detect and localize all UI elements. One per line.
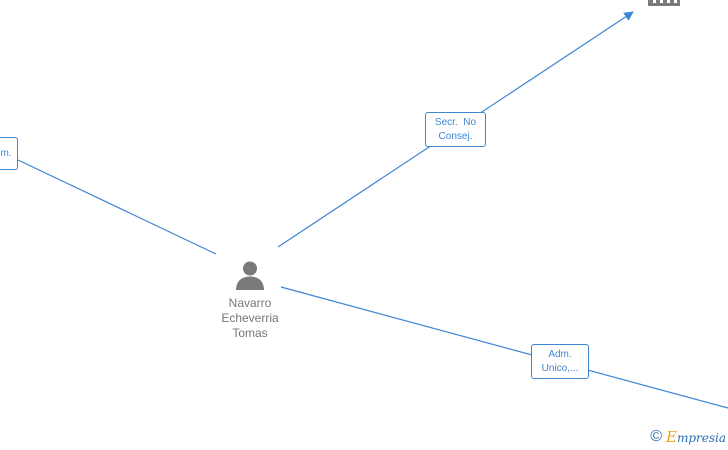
brand-logo[interactable]: © Empresia — [650, 428, 726, 446]
edge-label-left-line-1: m. — [0, 147, 12, 159]
person-name: Navarro Echeverria Tomas — [208, 296, 292, 341]
edge-label-adm-unico[interactable]: Adm. Unico,... — [531, 344, 589, 379]
edge-line-left[interactable] — [17, 159, 217, 255]
person-node[interactable]: Navarro Echeverria Tomas — [208, 260, 292, 341]
brand-initial: E — [665, 428, 677, 446]
company-building-icon[interactable] — [646, 0, 682, 8]
edge-label-left[interactable]: m. — [0, 137, 18, 170]
person-name-line-1: Navarro — [228, 296, 272, 310]
person-name-line-2: Echeverria — [221, 311, 279, 325]
person-icon — [236, 261, 264, 290]
brand-rest: mpresia — [676, 431, 726, 445]
edge-label-line-2: Consej. — [438, 130, 473, 142]
edge-label-line-1: Adm. — [548, 348, 572, 360]
edge-label-line-2: Unico,... — [541, 362, 579, 374]
copyright-icon: © — [650, 428, 662, 445]
brand-name: Empresia — [666, 428, 726, 446]
person-name-line-3: Tomas — [232, 326, 268, 340]
edge-label-line-1: Secr. No — [434, 116, 477, 128]
edge-line-bottom-right[interactable] — [280, 286, 728, 409]
edge-label-secr-no-consej[interactable]: Secr. No Consej. — [425, 112, 486, 147]
